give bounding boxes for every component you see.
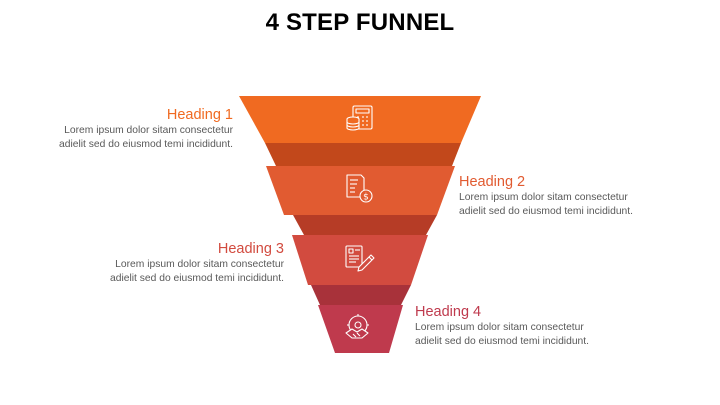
- step-2-body-line-1: Lorem ipsum dolor sitam consectetur: [459, 192, 628, 203]
- funnel-segment-1: [239, 96, 481, 143]
- step-2-body-line-2: adielit sed do eiusmod temi incididunt.: [459, 206, 634, 217]
- svg-text:$: $: [363, 193, 369, 203]
- step-2-heading: Heading 2: [459, 174, 526, 190]
- step-1-heading: Heading 1: [166, 107, 233, 123]
- step-1-body-line-1: Lorem ipsum dolor sitam consectetur: [64, 125, 233, 136]
- funnel-segment-2: [266, 166, 455, 215]
- step-3-body-line-1: Lorem ipsum dolor sitam consectetur: [115, 259, 284, 270]
- step-3-text: Heading 3 Lorem ipsum dolor sitam consec…: [60, 240, 284, 286]
- funnel-connector-2: [293, 215, 437, 235]
- step-4-body-line-1: Lorem ipsum dolor sitam consectetur: [415, 322, 584, 333]
- step-1-body-line-2: adielit sed do eiusmod temi incididunt.: [58, 139, 233, 150]
- calculator-coins-icon: [346, 105, 373, 131]
- funnel-segment-4: [318, 305, 403, 353]
- handshake-gear-icon: [345, 314, 369, 339]
- funnel-connector-3: [311, 285, 411, 305]
- step-2-text: Heading 2 Lorem ipsum dolor sitam consec…: [459, 173, 699, 219]
- step-4-heading: Heading 4: [415, 304, 482, 320]
- step-4-body-line-2: adielit sed do eiusmod temi incididunt.: [415, 336, 590, 347]
- step-3-body-line-2: adielit sed do eiusmod temi incididunt.: [109, 273, 284, 284]
- funnel-segment-3: [292, 235, 428, 285]
- step-1-text: Heading 1 Lorem ipsum dolor sitam consec…: [20, 106, 233, 152]
- funnel-connector-1: [265, 143, 461, 166]
- invoice-dollar-icon: $: [346, 174, 373, 203]
- step-3-heading: Heading 3: [217, 241, 284, 257]
- slide-title: 4 STEP FUNNEL: [265, 9, 455, 36]
- document-pen-icon: [345, 245, 375, 272]
- step-4-text: Heading 4 Lorem ipsum dolor sitam consec…: [415, 303, 655, 349]
